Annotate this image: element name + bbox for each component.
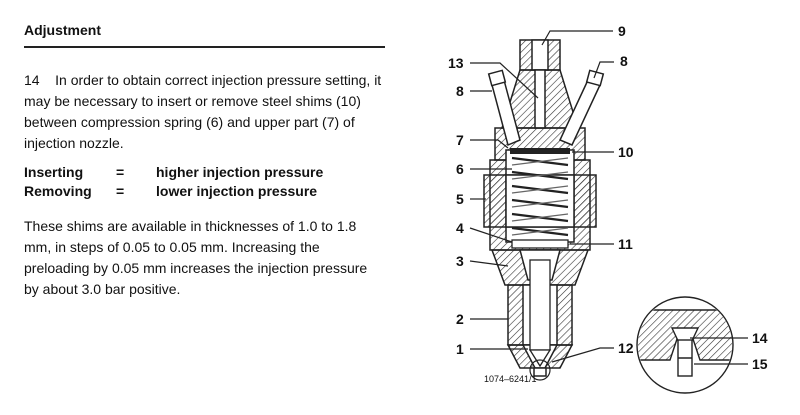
table-term: Inserting xyxy=(24,164,84,180)
paragraph-shims: These shims are available in thicknesses… xyxy=(24,218,368,297)
heading-rule xyxy=(24,46,385,48)
callout-2: 2 xyxy=(456,311,464,327)
shim xyxy=(510,148,570,154)
callout-15: 15 xyxy=(752,356,768,372)
paragraph-14-text: In order to obtain correct injection pre… xyxy=(24,72,382,151)
table-term: Removing xyxy=(24,183,92,199)
section-heading: Adjustment xyxy=(24,22,101,38)
table-result: lower injection pressure xyxy=(156,183,318,199)
callout-14: 14 xyxy=(752,330,768,346)
detail-inset xyxy=(636,296,734,394)
injection-nozzle-diagram: 9 8 13 8 7 10 6 5 4 11 3 2 1 12 14 15 10… xyxy=(448,23,768,394)
detail-marker xyxy=(529,359,551,381)
table-result: higher injection pressure xyxy=(156,164,324,180)
callout-6: 6 xyxy=(456,161,464,177)
compression-spring xyxy=(511,156,569,237)
nozzle-needle xyxy=(528,259,552,368)
pressure-table: Inserting = higher injection pressure Re… xyxy=(24,163,323,201)
callout-3: 3 xyxy=(456,253,464,269)
callout-12: 12 xyxy=(618,340,634,356)
callout-11: 11 xyxy=(618,236,633,252)
table-row: Removing = lower injection pressure xyxy=(24,182,323,201)
table-equals: = xyxy=(116,164,125,180)
table-equals: = xyxy=(116,183,125,199)
callout-10: 10 xyxy=(618,144,634,160)
leader-lines xyxy=(469,30,748,365)
table-row: Inserting = higher injection pressure xyxy=(24,163,323,182)
paragraph-number: 14 xyxy=(24,72,40,88)
leak-off-pipes xyxy=(487,69,605,147)
callout-labels: 9 8 13 8 7 10 6 5 4 11 3 2 1 12 14 15 10… xyxy=(448,23,768,384)
paragraph-14: 14 In order to obtain correct injection … xyxy=(24,70,384,154)
pressure-disc xyxy=(511,239,569,249)
callout-8-left: 8 xyxy=(456,83,464,99)
callout-8-right: 8 xyxy=(620,53,628,69)
callout-1: 1 xyxy=(456,341,464,357)
callout-4: 4 xyxy=(456,220,464,236)
callout-9: 9 xyxy=(618,23,626,39)
figure-code: 1074–6241/1 xyxy=(484,374,537,384)
callout-5: 5 xyxy=(456,191,464,207)
callout-7: 7 xyxy=(456,132,464,148)
callout-13: 13 xyxy=(448,55,464,71)
